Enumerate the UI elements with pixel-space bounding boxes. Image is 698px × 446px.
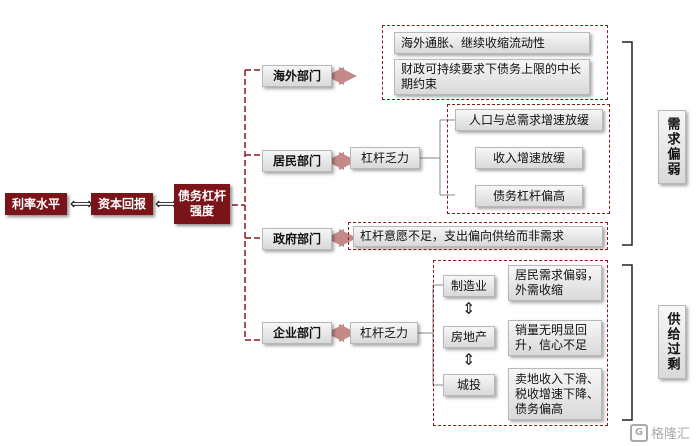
double-arrow-2: ⟺ <box>155 194 178 213</box>
government-note: 杠杆意愿不足，支出偏向供给而非需求 <box>353 226 603 247</box>
overseas-note-2: 财政可持续要求下债务上限的中长期约束 <box>394 59 590 95</box>
household-note-2: 收入增速放缓 <box>475 147 583 169</box>
vertical-double-arrow-2: ⇕ <box>462 350 476 369</box>
industry-manufacturing: 制造业 <box>443 275 495 297</box>
watermark: G 格隆汇 <box>629 423 690 442</box>
enterprise-note-3: 卖地收入下滑、税收增速下降、债务偏高 <box>508 368 602 420</box>
sector-bracket <box>232 69 262 341</box>
household-note-3: 债务杠杆偏高 <box>475 185 583 207</box>
overseas-notes-frame <box>382 25 608 100</box>
industry-urban-investment: 城投 <box>443 374 495 396</box>
sector-household: 居民部门 <box>262 150 332 172</box>
enterprise-note-1: 居民需求偏弱，外需收缩 <box>508 265 602 301</box>
demand-weak-label: 需求偏弱 <box>658 110 686 184</box>
double-arrows <box>326 67 357 342</box>
sector-overseas: 海外部门 <box>262 65 332 87</box>
side-brackets <box>622 41 633 421</box>
household-note-1: 人口与总需求增速放缓 <box>455 109 603 131</box>
double-arrow-1: ⟺ <box>70 194 93 213</box>
enterprise-leverage-weak: 杠杆乏力 <box>350 322 418 344</box>
overseas-note-1: 海外通胀、继续收缩流动性 <box>394 32 590 54</box>
enterprise-note-2: 销量无明显回升，信心不足 <box>508 320 602 356</box>
household-leverage-weak: 杠杆乏力 <box>350 147 420 169</box>
government-note-frame <box>348 222 608 250</box>
capital-return-box: 资本回报 <box>91 193 153 215</box>
enterprise-notes-frame <box>433 260 608 426</box>
sector-government: 政府部门 <box>262 228 332 250</box>
debt-leverage-box: 债务杠杆强度 <box>174 184 230 224</box>
household-notes-frame <box>447 104 610 214</box>
supply-excess-label: 供给过剩 <box>658 305 686 379</box>
industry-real-estate: 房地产 <box>443 326 495 348</box>
watermark-text: 格隆汇 <box>650 427 690 442</box>
rate-level-box: 利率水平 <box>5 193 67 215</box>
vertical-double-arrow-1: ⇕ <box>462 299 476 318</box>
sector-enterprise: 企业部门 <box>262 322 332 344</box>
watermark-logo-icon: G <box>629 423 648 442</box>
